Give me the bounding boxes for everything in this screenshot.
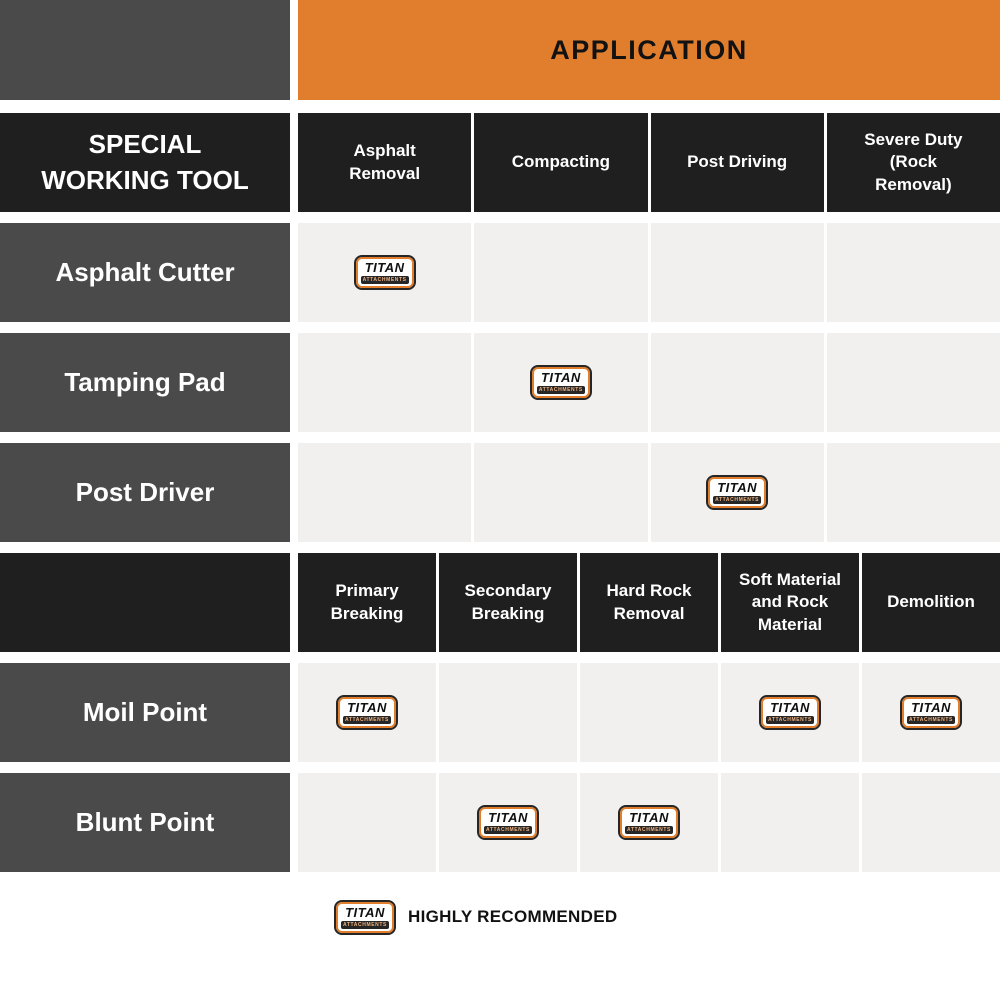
matrix-cell: [826, 333, 1000, 432]
top-left-spacer: [0, 0, 290, 100]
matrix-cell: [474, 443, 648, 542]
logo-subtitle: ATTACHMENTS: [766, 716, 814, 724]
column-header-secondary-breaking: Secondary Breaking: [439, 553, 577, 652]
section2-header-row: Primary Breaking Secondary Breaking Hard…: [0, 553, 1000, 652]
matrix-cell: [298, 443, 472, 542]
logo-subtitle: ATTACHMENTS: [484, 826, 532, 834]
tool-label-blunt-point: Blunt Point: [0, 773, 290, 872]
logo-subtitle: ATTACHMENTS: [360, 276, 409, 284]
matrix-cell: [650, 223, 824, 322]
matrix-cell: [862, 773, 1000, 872]
logo-title: TITAN: [911, 700, 951, 715]
column-header-asphalt-removal: Asphalt Removal: [298, 113, 472, 212]
tool-label-moil-point: Moil Point: [0, 663, 290, 762]
legend: TITAN ATTACHMENTS HIGHLY RECOMMENDED: [334, 899, 1000, 935]
matrix-cell: [474, 223, 648, 322]
logo-title: TITAN: [488, 810, 528, 825]
column-header-primary-breaking: Primary Breaking: [298, 553, 436, 652]
application-title: APPLICATION: [550, 34, 748, 65]
logo-subtitle: ATTACHMENTS: [536, 386, 585, 394]
logo-title: TITAN: [629, 810, 669, 825]
matrix-cell: [298, 773, 436, 872]
column-header-severe-duty: Severe Duty (Rock Removal): [826, 113, 1000, 212]
matrix-cell: [580, 663, 718, 762]
logo-subtitle: ATTACHMENTS: [625, 826, 673, 834]
tool-label-asphalt-cutter: Asphalt Cutter: [0, 223, 290, 322]
logo-title: TITAN: [364, 260, 405, 275]
left-header-line2: WORKING TOOL: [41, 164, 249, 195]
matrix-cell: [650, 333, 824, 432]
logo-title: TITAN: [347, 700, 387, 715]
logo-title: TITAN: [540, 370, 581, 385]
tool-label-post-driver: Post Driver: [0, 443, 290, 542]
matrix-cell: [721, 773, 859, 872]
special-working-tool-header: SPECIAL WORKING TOOL: [0, 113, 290, 212]
column-header-hard-rock-removal: Hard Rock Removal: [580, 553, 718, 652]
titan-attachments-logo: TITAN ATTACHMENTS: [334, 899, 396, 935]
logo-title: TITAN: [770, 700, 810, 715]
matrix-cell: [439, 663, 577, 762]
matrix-cell: [826, 443, 1000, 542]
logo-title: TITAN: [345, 904, 385, 920]
logo-subtitle: ATTACHMENTS: [713, 496, 762, 504]
column-header-demolition: Demolition: [862, 553, 1000, 652]
logo-subtitle: ATTACHMENTS: [343, 716, 391, 724]
matrix-cell: [826, 223, 1000, 322]
section1-header-row: SPECIAL WORKING TOOL Asphalt Removal Com…: [0, 113, 1000, 212]
application-header: APPLICATION: [298, 0, 1000, 100]
matrix-cell: [298, 333, 472, 432]
logo-title: TITAN: [717, 480, 758, 495]
logo-subtitle: ATTACHMENTS: [341, 920, 389, 929]
left-header-line1: SPECIAL: [88, 129, 202, 160]
column-header-compacting: Compacting: [474, 113, 648, 212]
column-header-post-driving: Post Driving: [650, 113, 824, 212]
logo-subtitle: ATTACHMENTS: [907, 716, 955, 724]
legend-label: HIGHLY RECOMMENDED: [408, 907, 618, 926]
top-row: APPLICATION: [0, 0, 1000, 100]
tool-label-tamping-pad: Tamping Pad: [0, 333, 290, 432]
column-header-soft-material: Soft Material and Rock Material: [721, 553, 859, 652]
section2-left-spacer: [0, 553, 290, 652]
